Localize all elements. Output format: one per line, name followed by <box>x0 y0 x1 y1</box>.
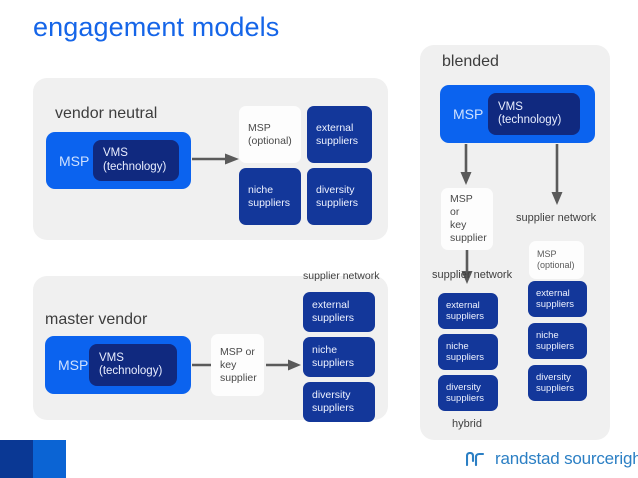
supplier-line-2: suppliers <box>312 312 355 324</box>
blended-msp-label: MSP <box>453 106 484 122</box>
supplier-line-2: suppliers <box>312 402 355 414</box>
msp-optional-line-2: (optional) <box>248 134 292 147</box>
supplier-line-1: diversity <box>316 183 355 196</box>
arrow-right-master-vendor-2 <box>266 358 302 372</box>
label-supplier-network-blended-left: supplier network <box>432 269 513 281</box>
supplier-line-1: niche <box>536 329 559 341</box>
label-hybrid: hybrid <box>452 418 482 430</box>
blended-right-supplier-diversity: diversity suppliers <box>528 365 587 401</box>
supplier-line-2: suppliers <box>536 299 575 310</box>
vms-line-2: (technology) <box>103 160 167 173</box>
vendor-neutral-vms-box: VMS (technology) <box>93 140 179 181</box>
vendor-neutral-msp-label: MSP <box>59 152 90 169</box>
card-vendor-neutral: vendor neutral MSP VMS (technology) MSP … <box>33 78 388 240</box>
blended-right-supplier-niche: niche suppliers <box>528 323 587 359</box>
card-master-vendor: master vendor MSP VMS (technology) MSP o… <box>33 276 388 422</box>
supplier-line-2: suppliers <box>536 383 575 394</box>
supplier-line-1: external <box>312 299 350 311</box>
vms-line-2: (technology) <box>498 114 562 126</box>
supplier-line-1: niche <box>312 344 338 356</box>
master-vendor-supplier-diversity: diversity suppliers <box>303 382 375 422</box>
card-title-blended: blended <box>442 53 499 70</box>
supplier-line-2: suppliers <box>312 357 355 369</box>
supplier-line-1: external <box>316 121 354 134</box>
blended-left-supplier-external: external suppliers <box>438 293 498 329</box>
msp-optional-line-2: (optional) <box>537 260 575 270</box>
supplier-line-1: diversity <box>312 389 351 401</box>
supplier-line-1: diversity <box>536 371 571 383</box>
supplier-line-1: external <box>536 287 570 299</box>
vms-line-1: VMS <box>498 100 523 113</box>
supplier-line-2: suppliers <box>446 311 485 322</box>
supplier-line-2: suppliers <box>536 341 575 352</box>
card-title-vendor-neutral: vendor neutral <box>55 105 158 122</box>
arrow-down-blended-key-supplier <box>460 250 474 285</box>
blended-left-supplier-niche: niche suppliers <box>438 334 498 370</box>
blended-vms-box: VMS (technology) <box>488 93 580 135</box>
key-supplier-line-2: key <box>450 219 467 231</box>
vms-line-1: VMS <box>103 147 128 159</box>
supplier-line-2: suppliers <box>446 393 485 404</box>
page-title: engagement models <box>33 12 280 42</box>
key-supplier-line-1: MSP or <box>220 345 255 358</box>
msp-optional-line-1: MSP <box>248 121 271 134</box>
arrow-right-vendor-neutral <box>192 152 240 166</box>
label-supplier-network-master-vendor: supplier network <box>303 270 380 282</box>
master-vendor-key-supplier-box: MSP or key supplier <box>211 334 264 396</box>
master-vendor-supplier-external: external suppliers <box>303 292 375 332</box>
brand-square-light <box>33 440 66 478</box>
supplier-line-2: suppliers <box>316 134 359 147</box>
label-supplier-network-blended-right: supplier network <box>516 212 597 224</box>
vendor-neutral-supplier-diversity: diversity suppliers <box>307 168 372 225</box>
supplier-line-1: external <box>446 299 480 311</box>
msp-optional-line-1: MSP <box>537 249 557 259</box>
vendor-neutral-supplier-niche: niche suppliers <box>239 168 301 225</box>
brand-square-dark <box>0 440 33 478</box>
key-supplier-line-3: supplier <box>220 371 257 384</box>
vendor-neutral-supplier-external: external suppliers <box>307 106 372 163</box>
supplier-line-2: suppliers <box>248 196 291 209</box>
master-vendor-vms-box: VMS (technology) <box>89 344 177 386</box>
supplier-line-1: niche <box>248 183 274 196</box>
vms-line-1: VMS <box>99 351 124 364</box>
vendor-neutral-msp-optional-box: MSP (optional) <box>239 106 301 163</box>
key-supplier-line-1: MSP or <box>450 193 473 218</box>
key-supplier-line-3: supplier <box>450 232 487 244</box>
brand-wordmark-text: randstad sourceright <box>495 449 638 468</box>
card-title-master-vendor: master vendor <box>45 311 148 328</box>
randstad-logo-icon <box>466 452 485 466</box>
blended-key-supplier-box: MSP or key supplier <box>441 188 493 250</box>
arrow-down-blended-right <box>550 144 564 206</box>
brand-wordmark: randstad sourceright <box>466 449 638 469</box>
supplier-line-2: suppliers <box>316 196 359 209</box>
supplier-line-1: diversity <box>446 381 481 393</box>
card-blended: blended MSP VMS (technology) MSP or key … <box>420 45 610 440</box>
master-vendor-supplier-niche: niche suppliers <box>303 337 375 377</box>
supplier-line-2: suppliers <box>446 352 485 363</box>
blended-msp-optional-box: MSP (optional) <box>529 241 584 279</box>
key-supplier-line-2: key <box>220 358 237 371</box>
supplier-line-1: niche <box>446 340 469 352</box>
master-vendor-msp-label: MSP <box>58 357 89 373</box>
blended-left-supplier-diversity: diversity suppliers <box>438 375 498 411</box>
arrow-down-blended-left <box>459 144 473 186</box>
vms-line-2: (technology) <box>99 365 163 377</box>
blended-right-supplier-external: external suppliers <box>528 281 587 317</box>
